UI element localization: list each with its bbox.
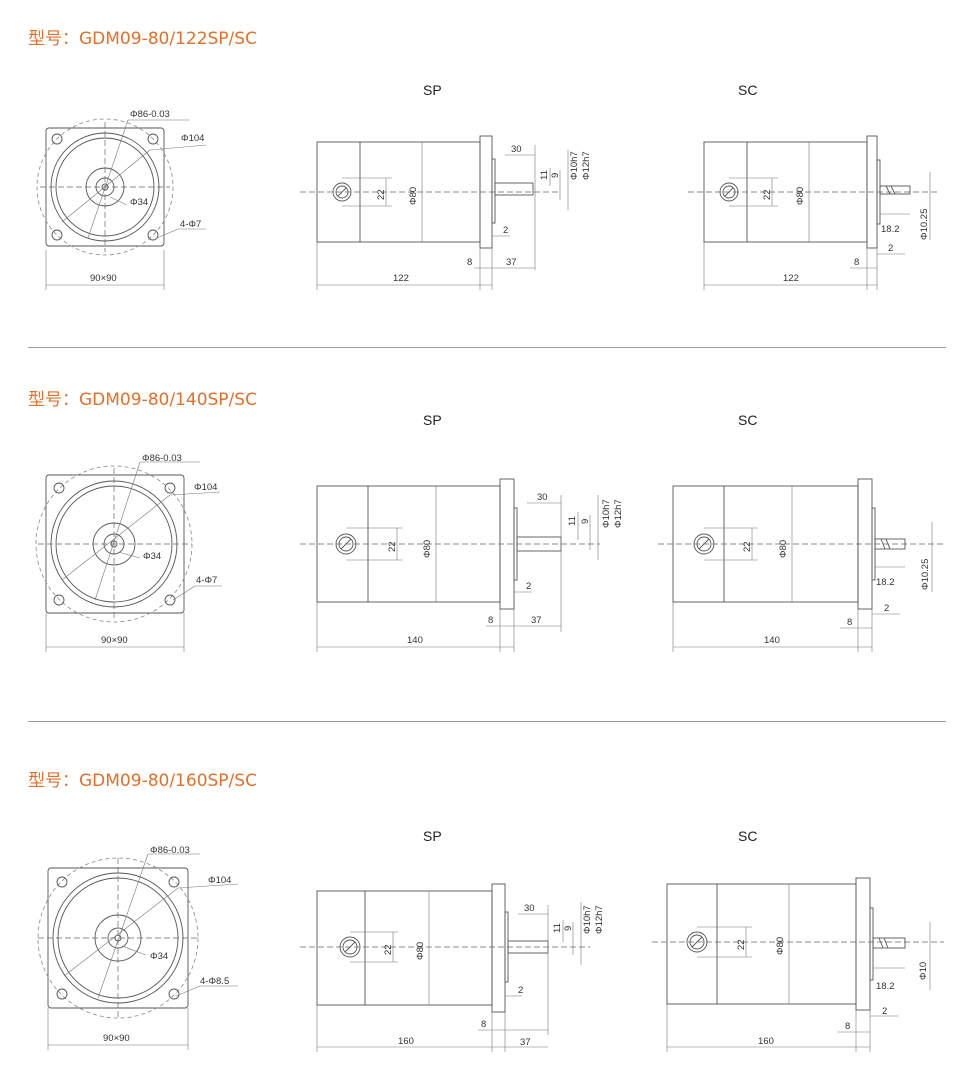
sc-d2-label: 2 bbox=[888, 243, 893, 254]
front-view: Φ86-0.03 Φ104 Φ34 4-Φ7 90×90 bbox=[35, 453, 222, 652]
section-divider bbox=[28, 721, 946, 722]
sp-shaft-dia2-label: Φ12h7 bbox=[581, 151, 592, 180]
sp-side-view: SP 22 Φ80 30 11 9 Φ10h7 Φ12h7 bbox=[300, 828, 605, 1052]
sp-length-label: 140 bbox=[407, 635, 423, 646]
sp-flange-thk-label: 2 bbox=[518, 985, 523, 996]
sp-side-view: SP 22 Φ80 30 11 9 Φ10h7 Φ12h7 bbox=[300, 412, 624, 652]
sc-height-label: 22 bbox=[736, 939, 747, 950]
hub-dia-label: Φ34 bbox=[143, 551, 161, 562]
sc-body-dia-label: Φ80 bbox=[778, 540, 789, 558]
sc-body-dia-label: Φ80 bbox=[795, 187, 806, 205]
drawing-set: Φ86-0.03 Φ104 Φ34 4-Φ7 90×90 SP 22 Φ80 bbox=[35, 412, 944, 652]
size-label: 90×90 bbox=[101, 635, 128, 646]
sp-height-label: 22 bbox=[376, 189, 387, 200]
sp-d37-label: 37 bbox=[520, 1037, 531, 1048]
sp-view-label: SP bbox=[423, 412, 442, 428]
flange-dia-label: Φ86-0.03 bbox=[142, 453, 182, 464]
sp-d8-label: 8 bbox=[481, 1019, 486, 1030]
flange-dia-label: Φ86-0.03 bbox=[150, 845, 190, 856]
sp-d11-label: 11 bbox=[552, 923, 563, 933]
sc-side-view: SC 22 Φ80 Φ10.25 18.2 2 bbox=[688, 82, 940, 290]
sc-side-view: SC 22 Φ80 Φ10 18.2 2 8 bbox=[652, 828, 944, 1052]
sp-body-dia-label: Φ80 bbox=[415, 942, 426, 960]
size-label: 90×90 bbox=[90, 273, 117, 284]
sc-view-label: SC bbox=[738, 828, 757, 844]
sc-shaft-dia-label: Φ10.25 bbox=[920, 559, 931, 590]
sp-flange-thk-label: 2 bbox=[526, 581, 531, 592]
holes-label: 4-Φ7 bbox=[180, 219, 201, 230]
front-view: Φ86-0.03 Φ104 Φ34 4-Φ8.5 90×90 bbox=[37, 845, 239, 1050]
sp-height-label: 22 bbox=[387, 541, 398, 552]
sp-d8-label: 8 bbox=[467, 257, 472, 268]
sp-height-label: 22 bbox=[383, 944, 394, 955]
sc-height-label: 22 bbox=[762, 189, 773, 200]
sp-d11-label: 11 bbox=[567, 516, 578, 526]
sc-shaft-dia-label: Φ10.25 bbox=[919, 209, 930, 240]
sp-body-dia-label: Φ80 bbox=[408, 187, 419, 205]
outer-dia-label: Φ104 bbox=[181, 133, 204, 144]
sp-d9-label: 9 bbox=[580, 519, 591, 524]
sc-shaft-dia-label: Φ10 bbox=[918, 962, 929, 980]
sp-d37-label: 37 bbox=[531, 615, 542, 626]
sc-length-label: 160 bbox=[758, 1036, 774, 1047]
sc-view-label: SC bbox=[738, 82, 757, 98]
hub-dia-label: Φ34 bbox=[150, 951, 168, 962]
sp-shaft-len-label: 30 bbox=[524, 903, 535, 914]
sp-shaft-len-label: 30 bbox=[511, 144, 522, 155]
holes-label: 4-Φ8.5 bbox=[200, 976, 229, 987]
sp-body-dia-label: Φ80 bbox=[422, 540, 433, 558]
sp-d37-label: 37 bbox=[506, 257, 517, 268]
sp-side-view: SP 22 Φ80 30 11 9 Φ10h7 Φ12h7 bbox=[300, 82, 592, 290]
sc-shaft-len-label: 18.2 bbox=[881, 224, 900, 235]
sc-view-label: SC bbox=[738, 412, 757, 428]
drawing-set: Φ86-0.03 Φ104 Φ34 4-Φ8.5 90×90 SP 22 Φ80 bbox=[37, 828, 944, 1052]
sc-body-dia-label: Φ80 bbox=[775, 937, 786, 955]
model-title: 型号：GDM09-80/140SP/SC bbox=[28, 390, 257, 410]
sc-d8-label: 8 bbox=[845, 1021, 850, 1032]
sp-shaft-dia2-label: Φ12h7 bbox=[613, 499, 624, 528]
sc-d8-label: 8 bbox=[847, 617, 852, 628]
sp-shaft-dia1-label: Φ10h7 bbox=[601, 499, 612, 528]
sc-shaft-len-label: 18.2 bbox=[876, 577, 895, 588]
sp-length-label: 160 bbox=[398, 1036, 414, 1047]
sc-length-label: 122 bbox=[783, 273, 799, 284]
section-divider bbox=[28, 347, 946, 348]
sc-d8-label: 8 bbox=[854, 257, 859, 268]
sp-shaft-dia2-label: Φ12h7 bbox=[594, 905, 605, 934]
model-title: 型号：GDM09-80/160SP/SC bbox=[28, 771, 257, 791]
sp-view-label: SP bbox=[423, 828, 442, 844]
sp-shaft-len-label: 30 bbox=[537, 492, 548, 503]
hub-dia-label: Φ34 bbox=[130, 197, 148, 208]
sc-height-label: 22 bbox=[742, 541, 753, 552]
drawing-set: Φ86-0.03 Φ104 Φ34 4-Φ7 90×90 SP 22 Φ80 bbox=[36, 82, 940, 290]
sc-length-label: 140 bbox=[764, 635, 780, 646]
model-title: 型号：GDM09-80/122SP/SC bbox=[28, 29, 257, 49]
sp-length-label: 122 bbox=[393, 273, 409, 284]
sp-flange-thk-label: 2 bbox=[503, 225, 508, 236]
sp-shaft-dia1-label: Φ10h7 bbox=[569, 151, 580, 180]
front-view: Φ86-0.03 Φ104 Φ34 4-Φ7 90×90 bbox=[36, 109, 207, 290]
sp-shaft-dia1-label: Φ10h7 bbox=[582, 905, 593, 934]
sp-d9-label: 9 bbox=[550, 173, 561, 178]
sc-d2-label: 2 bbox=[882, 1006, 887, 1017]
outer-dia-label: Φ104 bbox=[208, 875, 231, 886]
sc-d2-label: 2 bbox=[884, 603, 889, 614]
size-label: 90×90 bbox=[103, 1033, 130, 1044]
sp-d9-label: 9 bbox=[563, 926, 574, 931]
sp-view-label: SP bbox=[423, 82, 442, 98]
holes-label: 4-Φ7 bbox=[196, 575, 217, 586]
sp-d8-label: 8 bbox=[488, 615, 493, 626]
flange-dia-label: Φ86-0.03 bbox=[130, 109, 170, 120]
sc-side-view: SC 22 Φ80 Φ10.25 18.2 2 bbox=[658, 412, 944, 652]
outer-dia-label: Φ104 bbox=[194, 482, 217, 493]
sc-shaft-len-label: 18.2 bbox=[876, 981, 895, 992]
sp-d11-label: 11 bbox=[539, 170, 550, 180]
